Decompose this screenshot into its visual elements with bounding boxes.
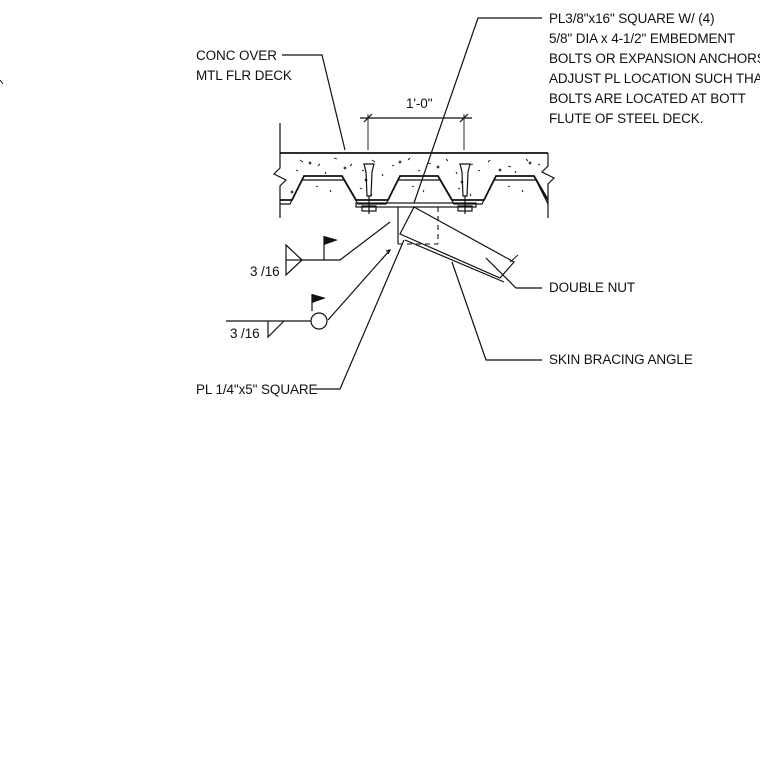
anchor-bolt-right (457, 163, 473, 214)
plate-note-line-2: 5/8" DIA x 4-1/2" EMBEDMENT (549, 31, 735, 46)
deck-label-line-1: CONC OVER (196, 48, 277, 63)
concrete-stipple (290, 157, 541, 197)
concrete-slab (272, 123, 556, 218)
skin-bracing-label: SKIN BRACING ANGLE (549, 352, 693, 367)
plate-note-line-3: BOLTS OR EXPANSION ANCHORS, (549, 51, 760, 66)
anchor-bolt-left (361, 163, 377, 214)
weld-symbol-lower (226, 294, 328, 339)
top-plate (355, 202, 477, 208)
dimension-line (360, 113, 472, 150)
plate-note-line-4: ADJUST PL LOCATION SUCH THAT (549, 71, 760, 86)
weld-symbol-upper (285, 236, 338, 277)
plate-note: PL3/8"x16" SQUARE W/ (4) 5/8" DIA x 4-1/… (549, 11, 760, 126)
edge-mark (0, 79, 4, 85)
plate-note-line-5: BOLTS ARE LOCATED AT BOTT (549, 91, 746, 106)
skin-bracing-angle (399, 206, 519, 283)
plate-note-line-6: FLUTE OF STEEL DECK. (549, 111, 703, 126)
weld-size-lower: 3 /16 (230, 326, 260, 341)
leaders (282, 17, 542, 390)
deck-label-line-2: MTL FLR DECK (196, 68, 292, 83)
small-plate-label: PL 1/4"x5" SQUARE (196, 382, 318, 397)
plate-note-line-1: PL3/8"x16" SQUARE W/ (4) (549, 11, 715, 26)
double-nut-label: DOUBLE NUT (549, 280, 635, 295)
dimension-text: 1'-0" (406, 96, 433, 111)
weld-size-upper: 3 /16 (250, 264, 280, 279)
small-plate (397, 207, 439, 245)
